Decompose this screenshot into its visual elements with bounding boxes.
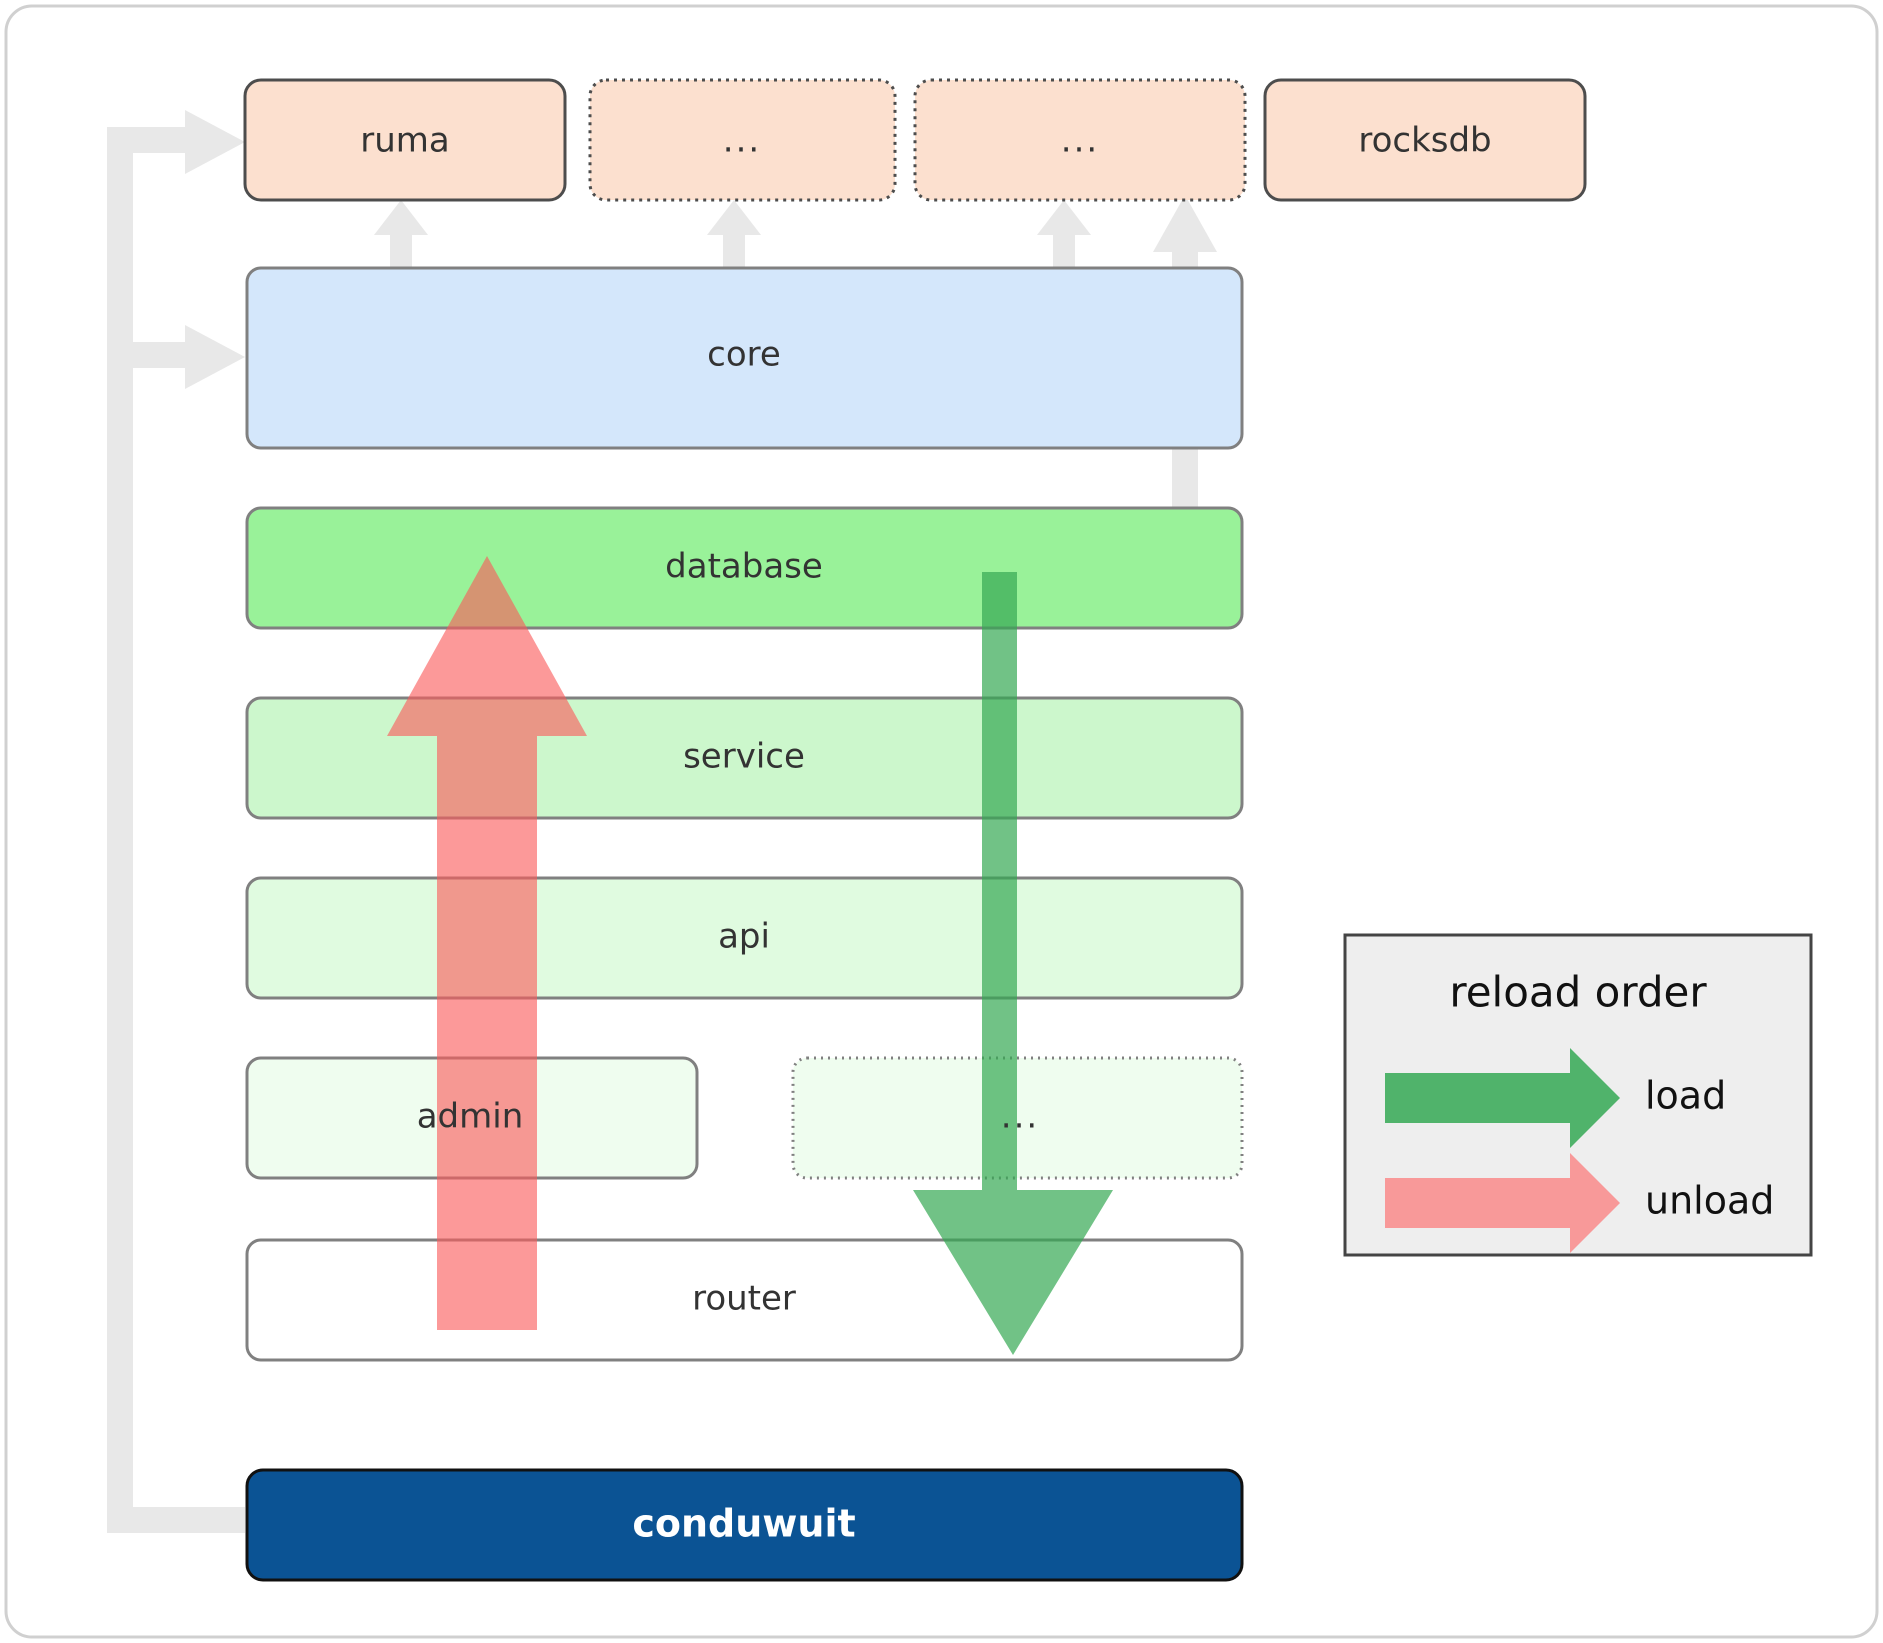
- legend-unload-arrow-icon: [1385, 1153, 1620, 1253]
- box-rocksdb-label: rocksdb: [1358, 121, 1491, 161]
- box-ellipsis-2[interactable]: [913, 78, 1247, 202]
- unload-arrow-shape: [387, 556, 587, 1330]
- box-core-label: core: [707, 335, 781, 375]
- box-admin-label: admin: [417, 1097, 524, 1137]
- unload-arrow-icon: [387, 556, 587, 1330]
- box-ruma-label: ruma: [360, 121, 449, 161]
- box-conduwuit[interactable]: [245, 1468, 1244, 1582]
- box-service-label: service: [683, 737, 805, 777]
- box-ellipsis-2-label: ...: [1061, 121, 1099, 161]
- legend: reload order load unload: [1343, 933, 1813, 1257]
- box-rocksdb[interactable]: [1263, 78, 1587, 202]
- core-to-top-arrows: [374, 200, 1091, 280]
- legend-load-label: load: [1645, 1074, 1726, 1118]
- box-core[interactable]: [245, 266, 1244, 450]
- connector-arrowhead-ruma: [185, 110, 245, 174]
- box-api-label: api: [718, 917, 770, 957]
- connector-conduwuit-to-ruma: [107, 127, 245, 1533]
- box-ruma[interactable]: [243, 78, 567, 202]
- legend-item-load: [1385, 1048, 1620, 1148]
- legend-unload-label: unload: [1645, 1179, 1774, 1223]
- outer-panel: [4, 4, 1879, 1639]
- load-arrow-shape: [913, 572, 1113, 1355]
- box-admin-ellipsis-label: ...: [1001, 1097, 1039, 1137]
- box-ellipsis-1-label: ...: [723, 121, 761, 161]
- box-database-label: database: [665, 547, 823, 587]
- connector-arrowhead-core: [185, 325, 245, 389]
- connector-arrowhead-rocksdb: [1153, 195, 1217, 252]
- box-router-label: router: [692, 1279, 796, 1319]
- legend-load-arrow-icon: [1385, 1048, 1620, 1148]
- load-arrow-icon: [913, 572, 1113, 1355]
- box-admin-ellipsis[interactable]: [791, 1056, 1244, 1180]
- top-row: ruma ... ... rocksdb: [243, 78, 1587, 202]
- box-conduwuit-label: conduwuit: [632, 1502, 855, 1546]
- box-ellipsis-1[interactable]: [588, 78, 897, 202]
- legend-item-unload: [1385, 1153, 1620, 1253]
- legend-title: reload order: [1449, 968, 1707, 1017]
